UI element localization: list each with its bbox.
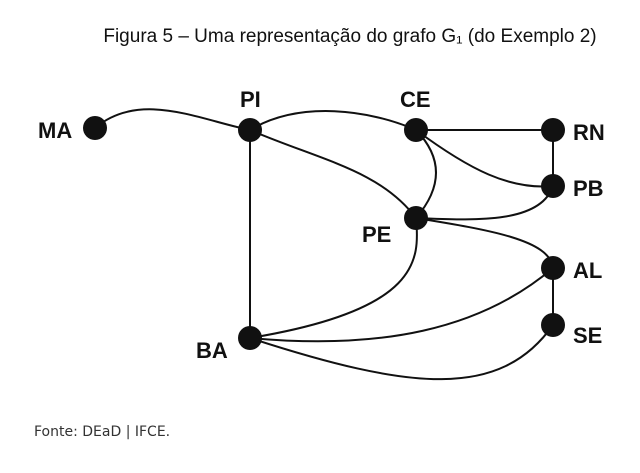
edge-pe-pb <box>415 185 554 221</box>
figure-caption: Figura 5 – Uma representação do grafo G₁… <box>103 26 597 47</box>
edge-ce-pb <box>415 129 554 188</box>
label-rn: RN <box>573 120 605 145</box>
node-rn <box>541 118 565 142</box>
figure-source: Fonte: DEaD | IFCE. <box>34 424 171 440</box>
label-ba: BA <box>196 338 228 363</box>
label-pe: PE <box>362 222 391 247</box>
label-se: SE <box>573 323 602 348</box>
node-pe <box>404 206 428 230</box>
node-se <box>541 313 565 337</box>
node-ba <box>238 326 262 350</box>
label-ce: CE <box>400 87 431 112</box>
label-al: AL <box>573 258 602 283</box>
edge-pi-ce <box>249 110 417 131</box>
label-pb: PB <box>573 176 604 201</box>
edge-al-ba <box>249 267 554 343</box>
node-ma <box>83 116 107 140</box>
label-ma: MA <box>38 118 72 143</box>
node-ce <box>404 118 428 142</box>
edge-ma-pi <box>94 108 251 131</box>
node-pi <box>238 118 262 142</box>
edge-se-ba <box>249 324 554 381</box>
node-pb <box>541 174 565 198</box>
label-pi: PI <box>240 87 261 112</box>
edge-pe-ba <box>249 217 418 339</box>
node-al <box>541 256 565 280</box>
edge-pi-pe <box>249 129 417 219</box>
edge-pe-al <box>415 217 554 269</box>
